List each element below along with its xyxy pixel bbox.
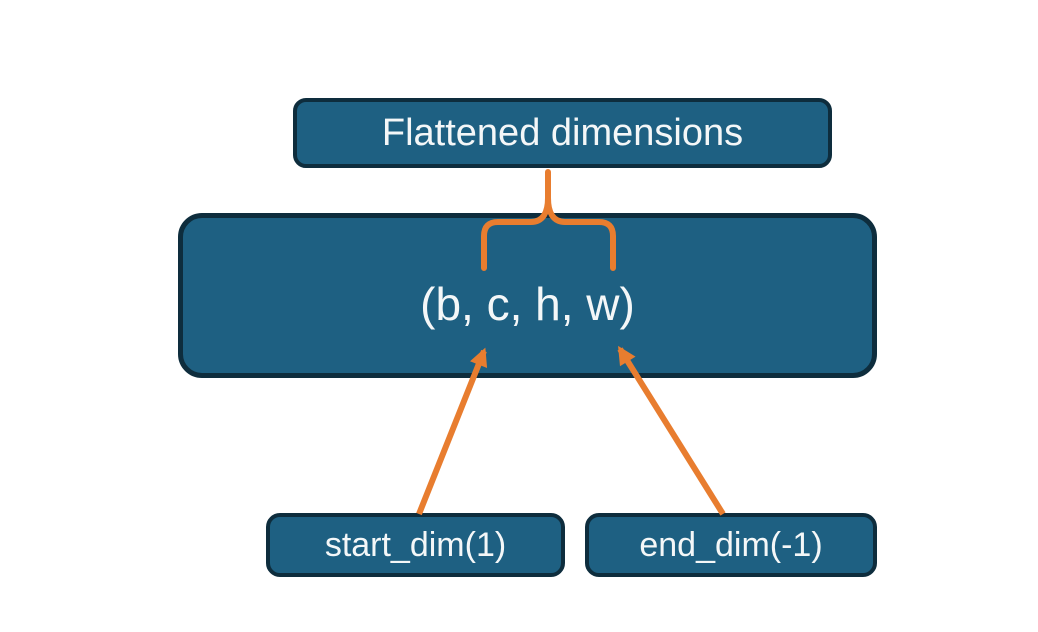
end-dim-box: end_dim(-1) [585, 513, 877, 577]
flattened-dimensions-label: Flattened dimensions [381, 111, 744, 154]
flattened-dimensions-box: Flattened dimensions [293, 98, 832, 168]
start-dim-label: start_dim(1) [324, 525, 507, 564]
end-dim-label: end_dim(-1) [639, 525, 823, 564]
tensor-shape-box: (b, c, h, w) [178, 213, 877, 378]
tensor-shape-label: (b, c, h, w) [420, 277, 635, 330]
start-dim-box: start_dim(1) [266, 513, 565, 577]
